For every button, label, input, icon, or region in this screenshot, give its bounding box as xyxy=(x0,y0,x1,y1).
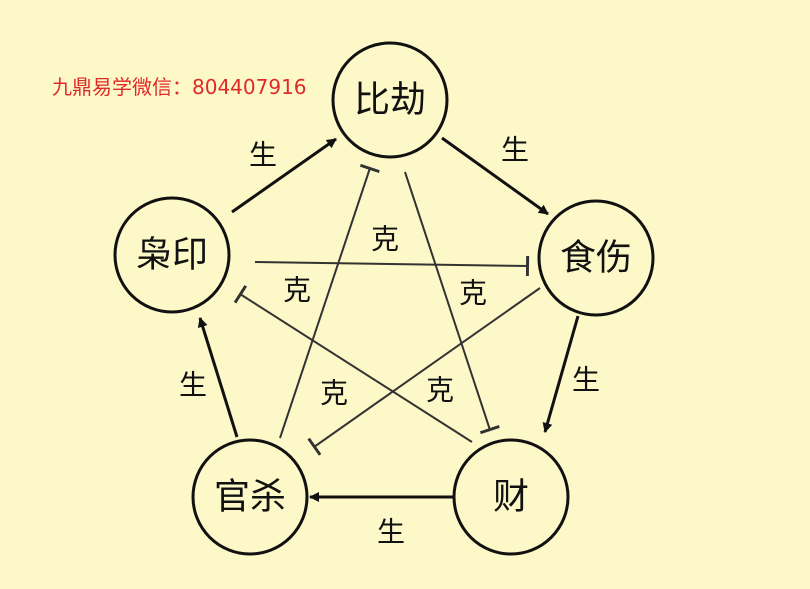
generate-arrow-shishang-cai xyxy=(542,315,580,433)
restrain-line-guansha-bijie xyxy=(279,163,380,439)
generate-label: 生 xyxy=(179,369,207,402)
node-label-cai: 财 xyxy=(493,477,529,518)
node-circle-shishang xyxy=(537,199,655,317)
generate-label: 生 xyxy=(377,516,405,549)
generate-label: 生 xyxy=(249,139,277,172)
node-circle-guansha xyxy=(191,438,309,556)
node-circle-xiaoyin xyxy=(113,196,231,314)
generate-label: 生 xyxy=(572,364,600,397)
node-label-guansha: 官杀 xyxy=(214,477,286,518)
restrain-label: 克 xyxy=(459,277,487,310)
restrain-line-bijie-cai xyxy=(404,171,500,435)
restrain-line-cai-xiaoyin xyxy=(233,285,473,443)
node-label-xiaoyin: 枭印 xyxy=(136,235,208,276)
restrain-line-shishang-guansha xyxy=(307,287,541,456)
node-circle-bijie xyxy=(331,41,449,159)
restrain-label: 克 xyxy=(320,377,348,410)
restrain-label: 克 xyxy=(371,223,399,256)
watermark-text: 九鼎易学微信：804407916 xyxy=(52,75,307,99)
generate-arrow-guansha-xiaoyin xyxy=(197,317,239,438)
node-label-shishang: 食伤 xyxy=(560,238,632,279)
generate-arrow-bijie-shishang xyxy=(441,136,549,216)
generate-label: 生 xyxy=(501,134,529,167)
generate-arrow-xiaoyin-bijie xyxy=(231,137,337,214)
node-circle-cai xyxy=(452,438,570,556)
node-label-bijie: 比劫 xyxy=(354,80,426,121)
restrain-line-xiaoyin-shishang xyxy=(254,255,530,277)
restrain-label: 克 xyxy=(426,374,454,407)
restrain-label: 克 xyxy=(283,274,311,307)
